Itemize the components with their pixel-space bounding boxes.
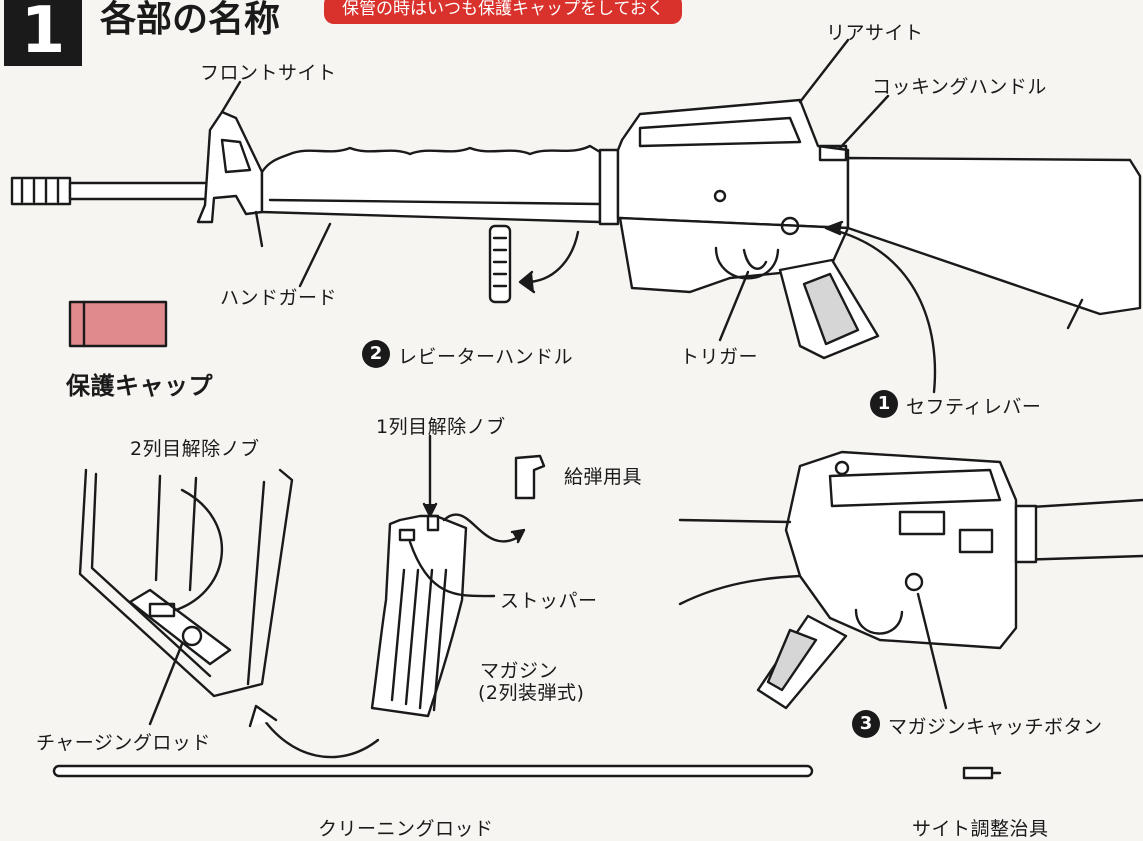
label-loader: 給弾用具: [564, 466, 643, 488]
magazine-cutaway-illustration: [78, 468, 294, 726]
label-magazine: マガジン: [480, 660, 559, 682]
callout-1: 1: [870, 390, 898, 418]
label-stopper: ストッパー: [500, 590, 598, 612]
rifle-main-illustration: [10, 98, 1142, 360]
receiver-detail-illustration: [678, 450, 1143, 710]
label-cleaning-rod: クリーニングロッド: [318, 818, 494, 840]
label-cocking-handle: コッキングハンドル: [872, 76, 1047, 98]
label-safety-lever: セフティレバー: [906, 396, 1042, 418]
sight-tool-icon: [962, 766, 994, 780]
section-number-badge: 1: [4, 0, 82, 66]
label-release-knob-1: 1列目解除ノブ: [376, 416, 506, 438]
label-mag-catch: マガジンキャッチボタン: [888, 716, 1103, 738]
storage-note-banner: 保管の時はいつも保護キャップをしておく: [324, 0, 682, 24]
loader-tool-icon: [514, 454, 546, 500]
label-magazine-sub: (2列装弾式): [478, 682, 585, 704]
label-front-sight: フロントサイト: [200, 62, 337, 84]
cleaning-rod-illustration: [52, 764, 814, 778]
label-rear-sight: リアサイト: [826, 22, 924, 44]
label-release-knob-2: 2列目解除ノブ: [130, 438, 260, 460]
magazine-illustration: [370, 514, 468, 718]
callout-3: 3: [852, 710, 880, 738]
label-protect-cap: 保護キャップ: [66, 372, 213, 400]
page-title: 各部の名称: [100, 0, 281, 40]
callout-2: 2: [362, 340, 390, 368]
label-hand-guard: ハンドガード: [220, 287, 338, 309]
label-trigger: トリガー: [680, 346, 759, 368]
label-charging-rod: チャージングロッド: [36, 732, 211, 754]
protect-cap-icon: [68, 300, 168, 348]
label-lever-handle: レビーターハンドル: [398, 346, 574, 368]
label-sight-tool: サイト調整治具: [912, 818, 1049, 840]
